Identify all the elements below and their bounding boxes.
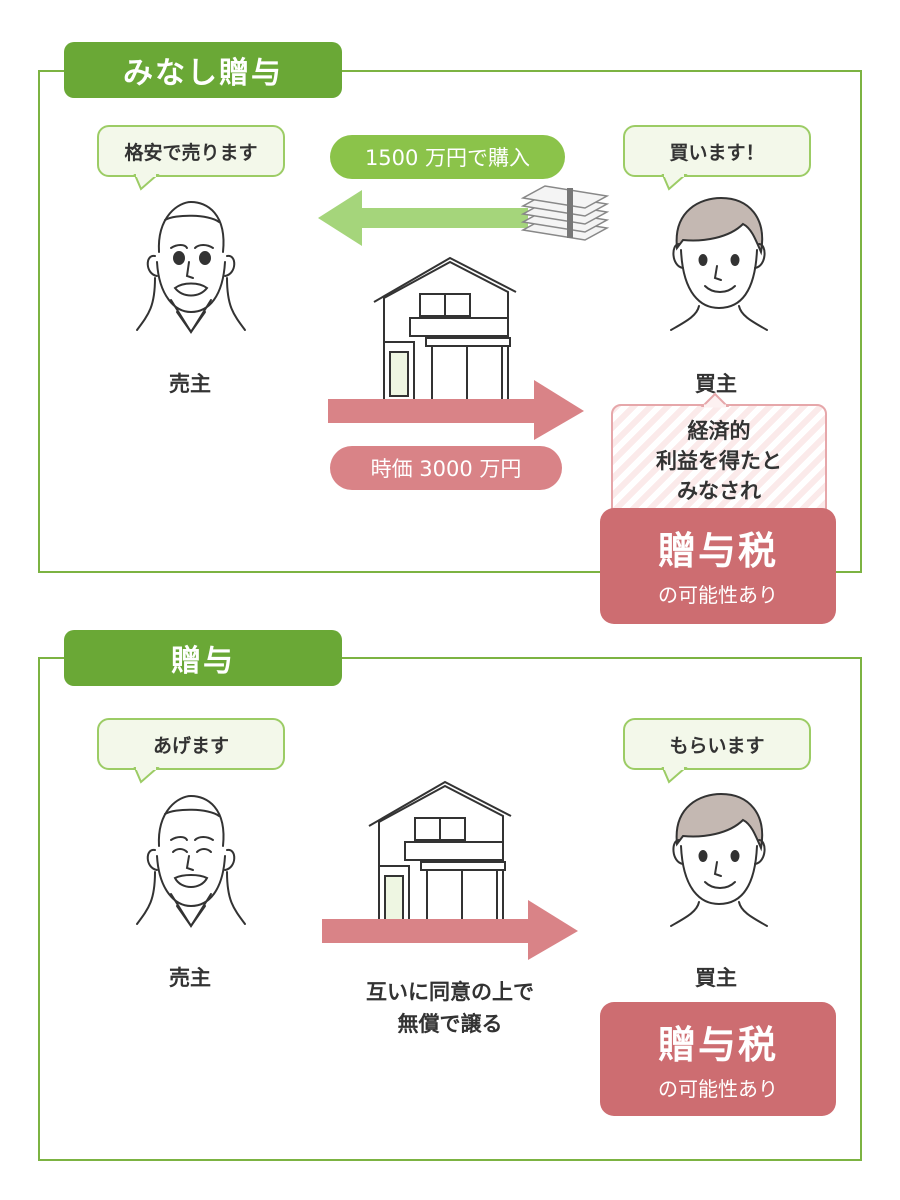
seller-speech-text: あげます: [152, 734, 229, 757]
free-transfer-note: 互いに同意の上で 無償で譲る: [320, 976, 580, 1040]
buyer-speech-bubble: 買います！: [623, 125, 811, 191]
buyer-speech-text: もらいます: [669, 734, 765, 757]
seller-speech-bubble: 格安で売ります: [97, 125, 285, 191]
buyer-young-man-icon: [670, 196, 768, 331]
house-icon: [373, 256, 517, 403]
seller-elderly-man-icon: [136, 200, 246, 334]
seller-speech-text: 格安で売ります: [124, 141, 258, 164]
section2-panel: [38, 657, 862, 1161]
buyer-speech-bubble: もらいます: [623, 718, 811, 784]
payment-arrow-icon: [318, 190, 528, 246]
section1-title: みなし贈与: [64, 42, 342, 98]
transfer-arrow-icon: [322, 900, 578, 960]
bubble-tail-icon: [133, 173, 160, 191]
section1-panel: [38, 70, 862, 573]
note-tail-icon: [700, 392, 730, 408]
economic-benefit-note: 経済的 利益を得たと みなされ: [611, 404, 827, 520]
gift-tax-title: 贈与税: [657, 1023, 778, 1067]
benefit-line-3: みなされ: [677, 479, 761, 503]
gift-tax-subtitle: の可能性あり: [658, 1077, 778, 1101]
seller-elderly-man-icon: [136, 794, 246, 928]
transfer-arrow-icon: [328, 380, 584, 440]
buyer-role-label: 買主: [695, 966, 737, 990]
free-transfer-line-2: 無償で譲る: [397, 1012, 503, 1036]
gift-tax-box: 贈与税 の可能性あり: [600, 1002, 836, 1116]
seller-speech-bubble: あげます: [97, 718, 285, 784]
free-transfer-line-1: 互いに同意の上で: [366, 980, 534, 1004]
section2-title: 贈与: [64, 630, 342, 686]
payment-label: 1500 万円で購入: [330, 135, 565, 179]
gift-tax-box: 贈与税 の可能性あり: [600, 508, 836, 624]
gift-tax-subtitle: の可能性あり: [658, 583, 778, 607]
house-icon: [368, 780, 512, 927]
seller-role-label: 売主: [169, 966, 211, 990]
buyer-young-man-icon: [670, 792, 768, 927]
buyer-speech-text: 買います！: [669, 141, 765, 164]
bubble-tail-icon: [133, 766, 160, 784]
market-value-label: 時価 3000 万円: [330, 446, 562, 490]
money-stack-icon: [520, 185, 610, 241]
gift-tax-title: 贈与税: [657, 529, 778, 573]
benefit-line-2: 利益を得たと: [656, 449, 782, 473]
bubble-tail-icon: [661, 766, 688, 784]
bubble-tail-icon: [661, 173, 688, 191]
benefit-line-1: 経済的: [687, 419, 751, 443]
buyer-role-label: 買主: [695, 372, 737, 396]
seller-role-label: 売主: [169, 372, 211, 396]
